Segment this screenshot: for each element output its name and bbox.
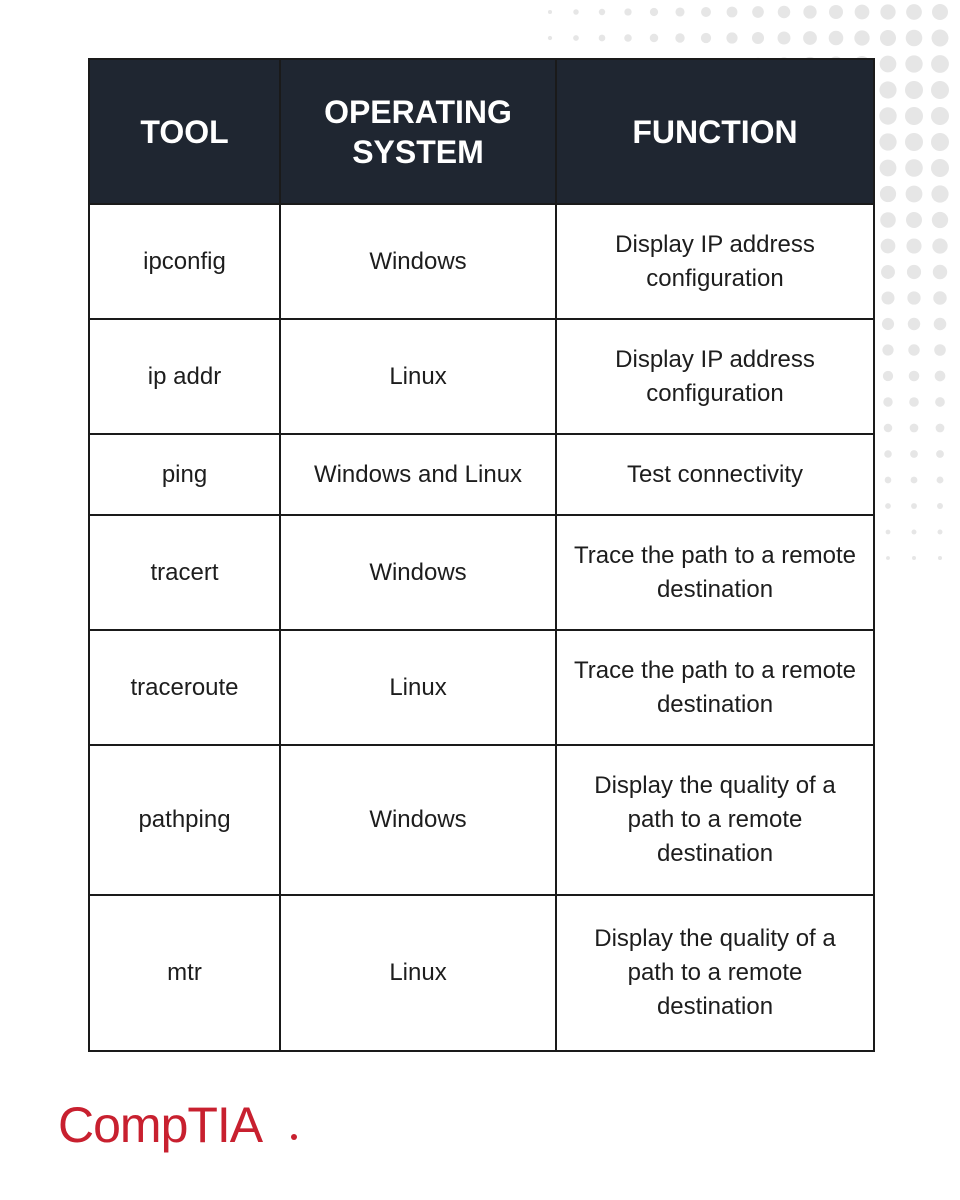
cell-tool: tracert: [88, 514, 281, 631]
cell-function: Display the quality of a path to a remot…: [555, 894, 875, 1052]
cell-tool: ping: [88, 433, 281, 516]
cell-function: Trace the path to a remote destination: [555, 514, 875, 631]
cell-os: Linux: [279, 318, 557, 435]
cell-function: Display IP address configuration: [555, 203, 875, 320]
table-row: ip addr Linux Display IP address configu…: [88, 318, 875, 435]
table-row: tracert Windows Trace the path to a remo…: [88, 514, 875, 631]
cell-os: Linux: [279, 629, 557, 746]
cell-tool: pathping: [88, 744, 281, 896]
cell-function: Test connectivity: [555, 433, 875, 516]
network-tools-table: TOOL OPERATING SYSTEM FUNCTION ipconfig …: [88, 58, 875, 1052]
header-tool: TOOL: [88, 58, 281, 205]
cell-tool: ipconfig: [88, 203, 281, 320]
table-row: ping Windows and Linux Test connectivity: [88, 433, 875, 516]
cell-function: Display IP address configuration: [555, 318, 875, 435]
cell-tool: traceroute: [88, 629, 281, 746]
table-header-row: TOOL OPERATING SYSTEM FUNCTION: [88, 58, 875, 205]
cell-os: Linux: [279, 894, 557, 1052]
table-row: mtr Linux Display the quality of a path …: [88, 894, 875, 1052]
table-row: pathping Windows Display the quality of …: [88, 744, 875, 896]
cell-os: Windows: [279, 203, 557, 320]
cell-os: Windows: [279, 514, 557, 631]
table-row: ipconfig Windows Display IP address conf…: [88, 203, 875, 320]
comptia-logo-wordmark: CompTIA: [58, 1097, 264, 1153]
cell-function: Trace the path to a remote destination: [555, 629, 875, 746]
cell-tool: ip addr: [88, 318, 281, 435]
table-row: traceroute Linux Trace the path to a rem…: [88, 629, 875, 746]
cell-tool: mtr: [88, 894, 281, 1052]
cell-os: Windows: [279, 744, 557, 896]
header-operating-system: OPERATING SYSTEM: [279, 58, 557, 205]
header-function: FUNCTION: [555, 58, 875, 205]
cell-function: Display the quality of a path to a remot…: [555, 744, 875, 896]
cell-os: Windows and Linux: [279, 433, 557, 516]
comptia-logo: CompTIA: [56, 1092, 306, 1154]
